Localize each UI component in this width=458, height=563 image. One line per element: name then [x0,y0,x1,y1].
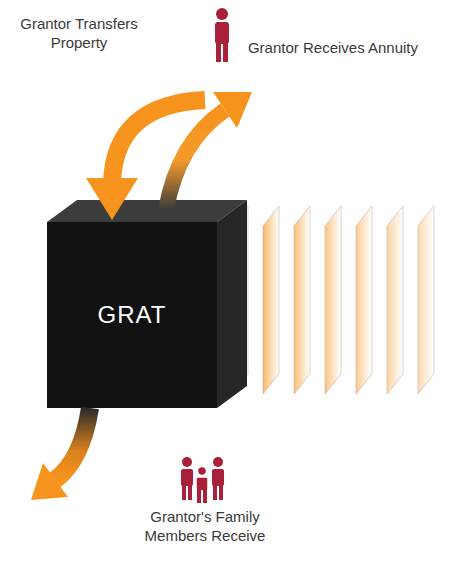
transfer-label: Grantor Transfers Property [4,14,154,52]
panel-edge [418,206,434,394]
panel-outline [418,206,434,394]
panel-edge [387,206,403,394]
panel-edge [294,206,310,394]
panel-outline [325,206,341,394]
panel-edge [263,206,279,394]
box-title: GRAT [98,301,167,329]
grat-box: GRAT [47,222,217,408]
panel-outline [387,206,403,394]
panel-edge [356,206,372,394]
family-label: Grantor's Family Members Receive [125,507,285,545]
panel-outline [294,206,310,394]
family-arrow [55,408,90,480]
transfer-arrowhead [86,178,138,220]
stacked-panels [232,206,434,394]
cube-top [47,200,247,222]
family-icon [181,457,224,503]
family-arrowhead [31,463,68,500]
cube-side [217,200,247,408]
grantor-icon [215,8,229,62]
annuity-label: Grantor Receives Annuity [233,38,433,57]
annuity-arrow [166,110,225,210]
panel-outline [356,206,372,394]
panel-outline [263,206,279,394]
cube-front [47,222,217,408]
annuity-arrowhead [213,92,252,128]
panel-edge [325,206,341,394]
